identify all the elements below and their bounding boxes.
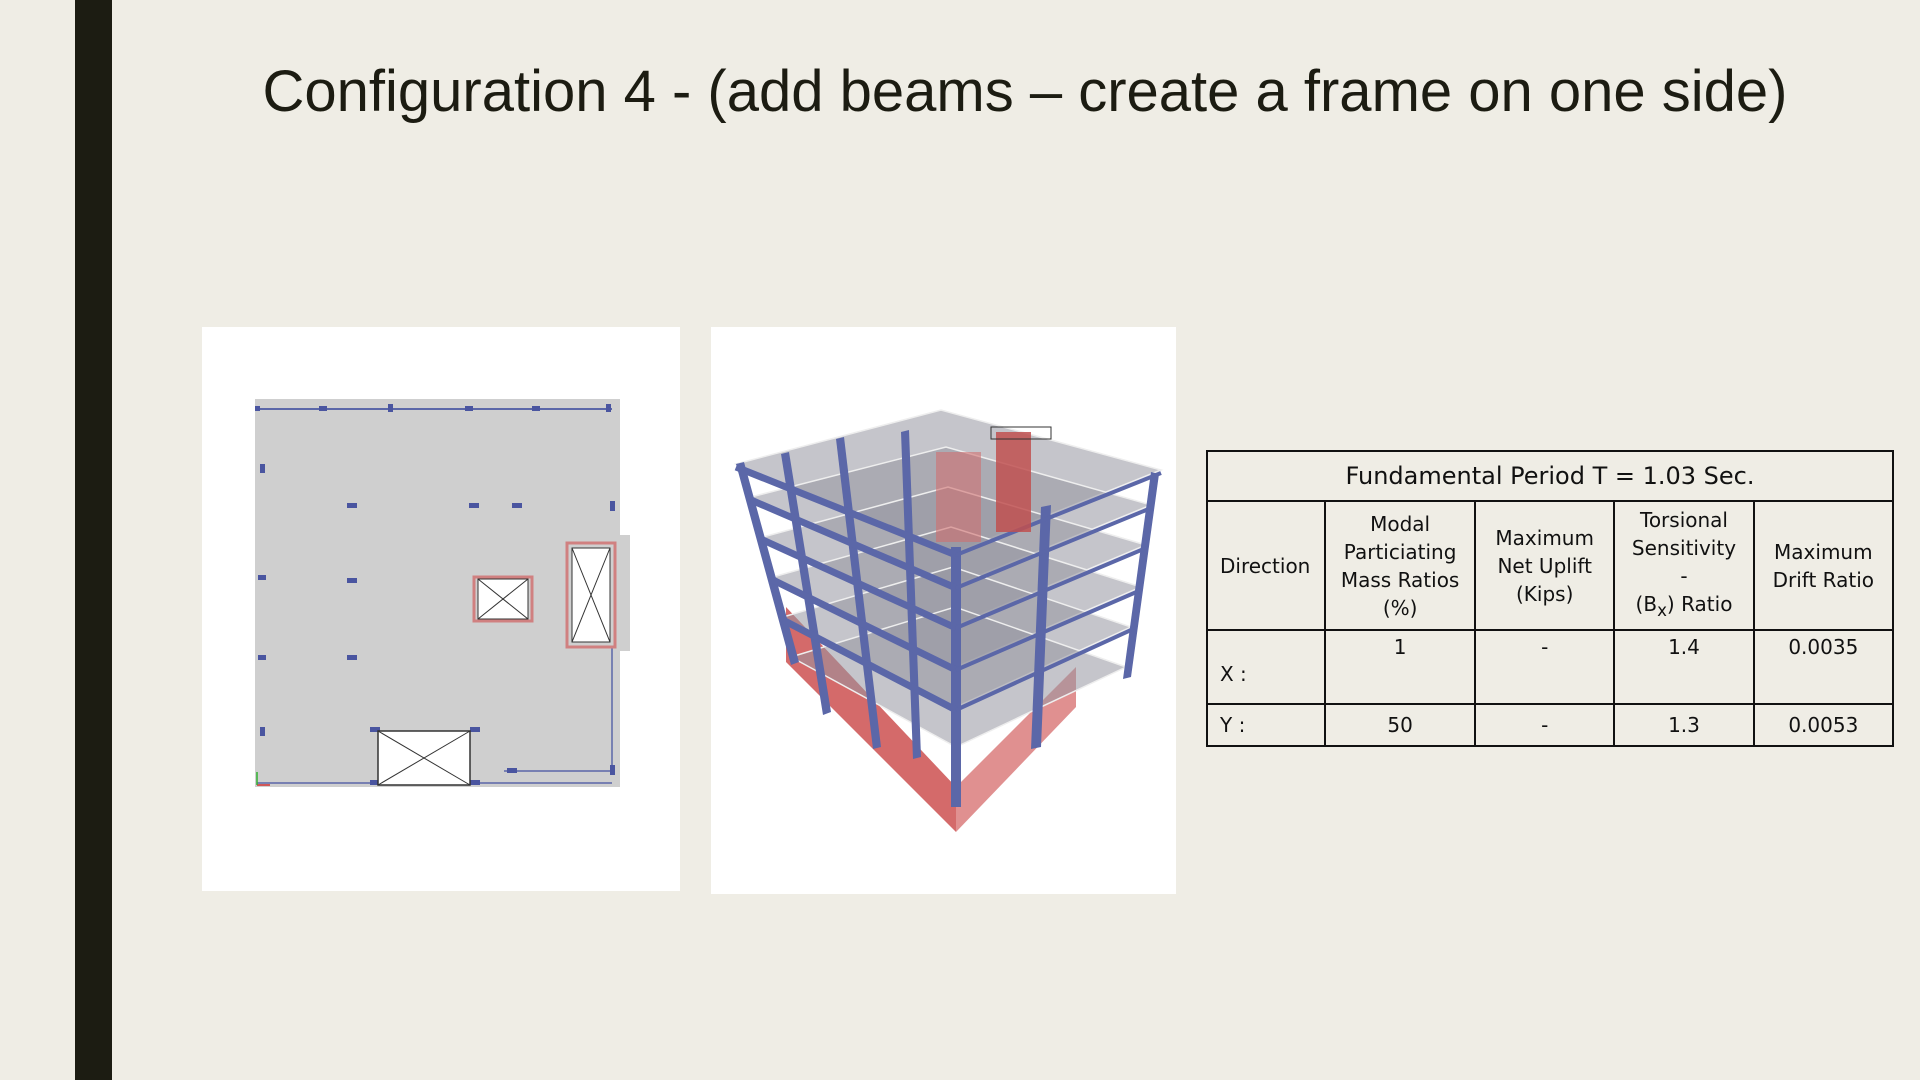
row-torsion: 1.4	[1613, 629, 1755, 705]
table-row: X : 1 - 1.4 0.0035	[1205, 629, 1895, 705]
header-torsional-sensitivity: Torsional Sensitivity - (Bx) Ratio	[1613, 500, 1755, 631]
row-direction: X :	[1205, 629, 1327, 705]
row-torsion: 1.3	[1613, 703, 1755, 747]
row-modal: 50	[1324, 703, 1477, 747]
header-net-uplift: Maximum Net Uplift (Kips)	[1474, 500, 1616, 631]
row-uplift: -	[1474, 629, 1616, 705]
row-drift: 0.0035	[1752, 629, 1895, 705]
header-direction: Direction	[1205, 500, 1327, 631]
slide-title: Configuration 4 - (add beams – create a …	[262, 59, 1788, 124]
results-table: Fundamental Period T = 1.03 Sec. Directi…	[1205, 450, 1895, 747]
header-modal-mass-ratios: Modal Particiating Mass Ratios (%)	[1324, 500, 1477, 631]
table-row: Y : 50 - 1.3 0.0053	[1205, 703, 1895, 747]
row-drift: 0.0053	[1752, 703, 1895, 747]
floor-plan-image	[202, 327, 680, 891]
3d-model-image	[711, 327, 1176, 894]
accent-side-bar	[75, 0, 112, 1080]
row-uplift: -	[1474, 703, 1616, 747]
row-modal: 1	[1324, 629, 1477, 705]
row-direction: Y :	[1205, 703, 1327, 747]
table-title: Fundamental Period T = 1.03 Sec.	[1206, 450, 1894, 502]
header-drift-ratio: Maximum Drift Ratio	[1752, 500, 1895, 631]
